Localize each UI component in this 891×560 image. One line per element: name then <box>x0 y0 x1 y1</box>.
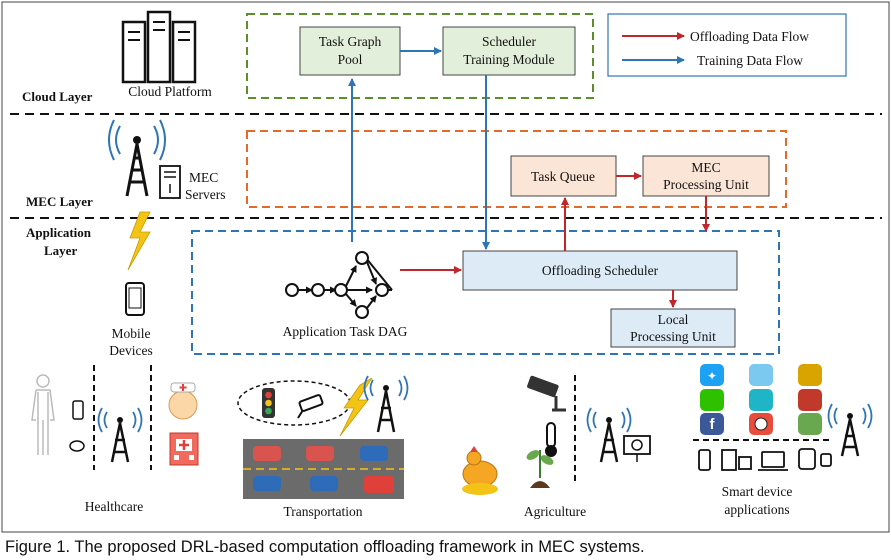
cloud-layer-box <box>246 13 594 99</box>
smartphone-device-icon <box>698 449 711 471</box>
local-processing-line1: Local <box>658 312 689 327</box>
figure-caption: Figure 1. The proposed DRL-based computa… <box>5 538 645 556</box>
transportation-label: Transportation <box>283 504 362 519</box>
cloud-layer-label: Cloud Layer <box>22 89 93 104</box>
road-traffic-image <box>243 439 404 499</box>
app-icons-grid: ✦ f <box>700 364 822 435</box>
figure-frame <box>1 1 890 533</box>
scheduler-training-line2: Training Module <box>463 52 554 67</box>
tablet-device-icon <box>798 448 816 470</box>
facebook-app-icon <box>700 413 724 435</box>
transport-tower-icon <box>363 375 409 433</box>
transport-lightning-icon <box>339 377 373 437</box>
smartwatch-device-icon <box>820 453 832 467</box>
phone-icon <box>72 400 84 420</box>
scheduler-training-box <box>442 26 576 76</box>
healthcare-tower-icon <box>97 407 143 463</box>
temple-game-app-icon <box>798 364 822 386</box>
traffic-devices-group <box>237 380 351 426</box>
smart-tower-icon <box>827 403 873 457</box>
mec-processing-unit-box <box>642 155 770 197</box>
task-queue-label: Task Queue <box>531 169 595 184</box>
mec-servers-line1: MEC <box>189 170 218 185</box>
thermometer-icon <box>545 422 557 457</box>
security-camera-icon <box>297 394 324 419</box>
angry-birds-app-icon <box>798 389 822 411</box>
traffic-light-icon <box>262 388 275 418</box>
smart-devices-line1: Smart device <box>722 484 793 499</box>
plant-sprout-icon <box>526 450 554 488</box>
mec-layer-label: MEC Layer <box>26 194 93 209</box>
wearable-band-icon <box>69 440 85 452</box>
location-app-icon <box>749 364 773 386</box>
lightning-icon <box>127 211 151 271</box>
presentation-board-icon <box>623 435 651 462</box>
task-dag-label: Application Task DAG <box>283 324 408 339</box>
mec-layer-box <box>246 130 787 208</box>
agriculture-tower-icon <box>586 407 632 463</box>
server-rack-icon <box>121 10 197 84</box>
legend-offloading-label: Offloading Data Flow <box>690 29 809 44</box>
legend-box <box>607 13 847 77</box>
plants-game-app-icon <box>798 413 822 435</box>
cloud-platform-label: Cloud Platform <box>128 84 212 99</box>
chicken-icon <box>462 446 498 495</box>
scheduler-training-line1: Scheduler <box>482 34 536 49</box>
offloading-scheduler-label: Offloading Scheduler <box>542 263 659 278</box>
hospital-icon <box>169 432 199 466</box>
mec-processing-line1: MEC <box>691 160 720 175</box>
laptop-device-icon <box>761 451 785 468</box>
server-icon <box>159 165 181 199</box>
svg-text:f: f <box>710 416 716 433</box>
farm-camera-icon <box>527 375 566 412</box>
puzzle-app-icon <box>749 389 773 411</box>
nurse-icon <box>168 382 198 420</box>
mec-tower-icon <box>108 119 166 197</box>
svg-text:✦: ✦ <box>707 369 717 383</box>
healthcare-label: Healthcare <box>85 499 143 514</box>
mec-processing-line2: Processing Unit <box>663 177 749 192</box>
task-graph-pool-line1: Task Graph <box>319 34 382 49</box>
local-processing-line2: Processing Unit <box>630 329 716 344</box>
console-controller-icon <box>738 456 752 470</box>
legend-training-label: Training Data Flow <box>697 53 803 68</box>
twitter-app-icon <box>700 364 724 386</box>
console-device-icon <box>721 449 737 471</box>
mobile-devices-line2: Devices <box>109 343 152 358</box>
wechat-app-icon <box>700 389 724 411</box>
task-dag-icon <box>285 251 393 319</box>
agriculture-label: Agriculture <box>524 504 586 519</box>
application-layer-label-1: Application <box>26 225 92 240</box>
mobile-devices-line1: Mobile <box>112 326 151 341</box>
task-graph-pool-line2: Pool <box>338 52 363 67</box>
mobile-phone-icon <box>125 282 145 316</box>
local-processing-unit-box <box>610 308 736 348</box>
devices-row-icon <box>698 448 832 471</box>
application-layer-label-2: Layer <box>44 243 77 258</box>
mec-servers-line2: Servers <box>185 187 226 202</box>
offloading-scheduler-box <box>462 250 738 291</box>
human-body-icon <box>31 374 55 455</box>
smart-devices-line2: applications <box>724 502 789 517</box>
